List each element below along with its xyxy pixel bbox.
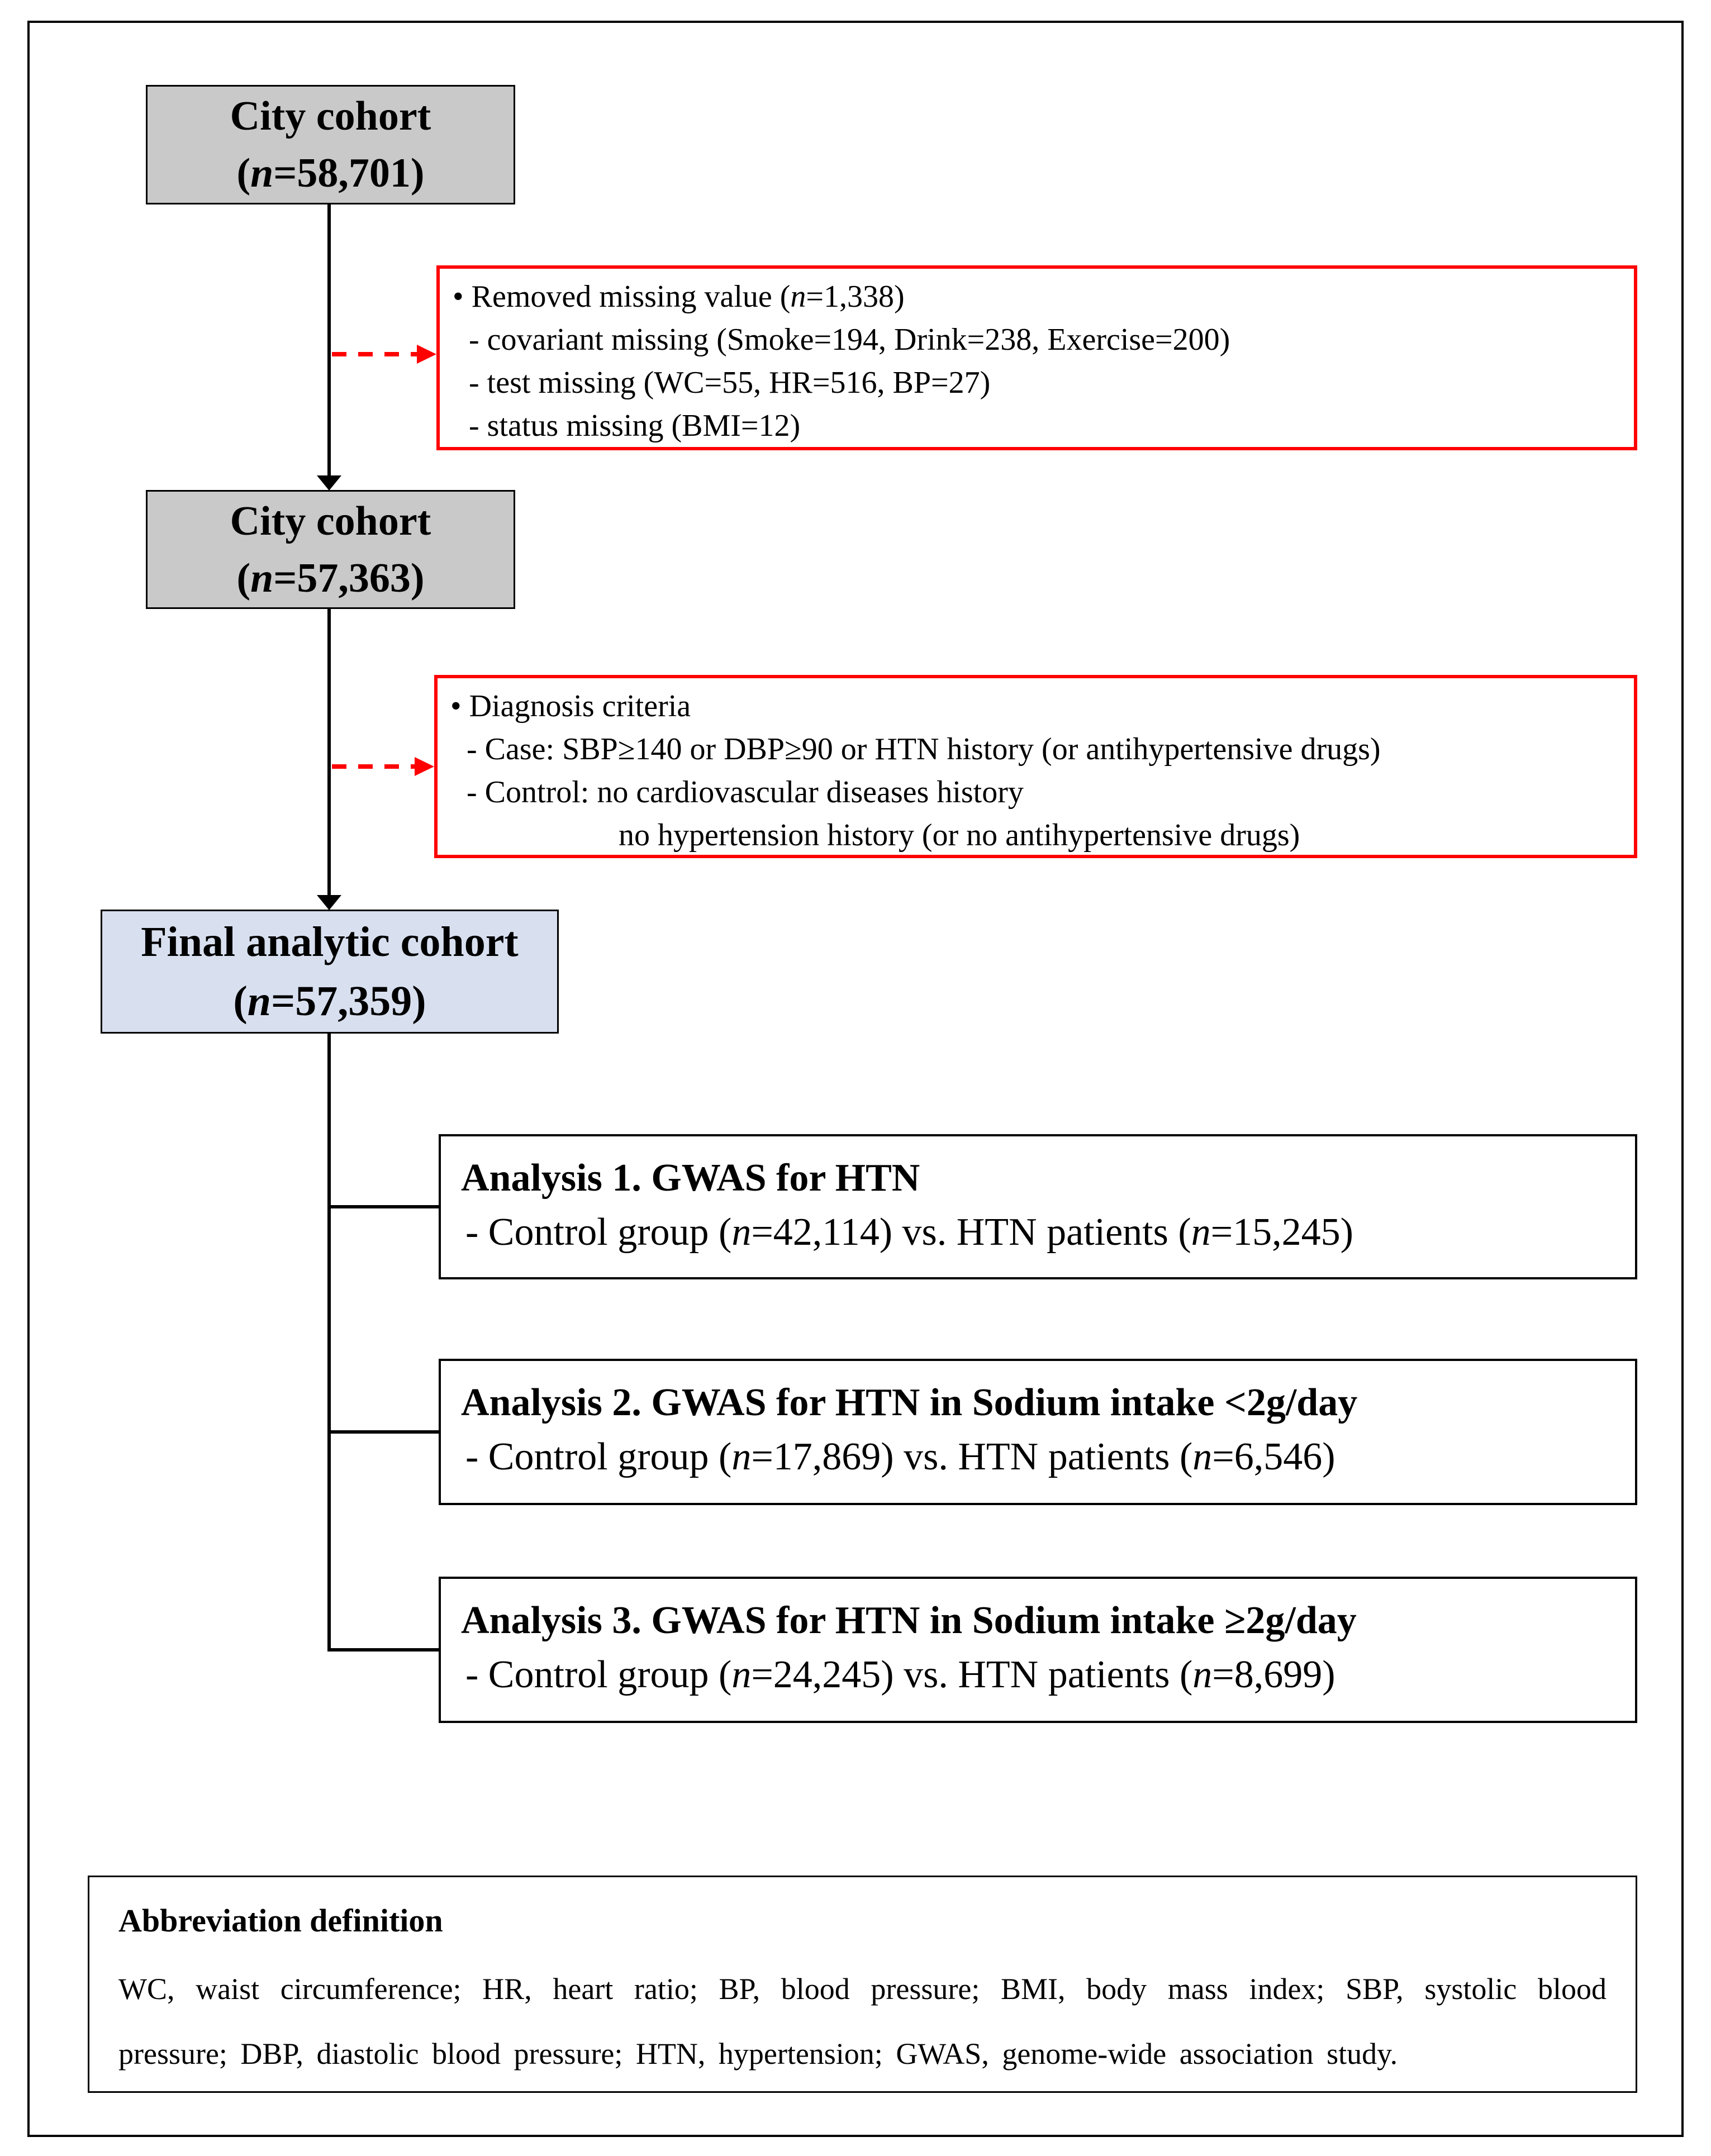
analysis-3-title: Analysis 3. GWAS for HTN in Sodium intak… bbox=[461, 1599, 1357, 1642]
branch-line-1 bbox=[327, 1205, 440, 1208]
exclusion-2-line-3: - Control: no cardiovascular diseases hi… bbox=[467, 775, 1024, 810]
abbreviation-title: Abbreviation definition bbox=[118, 1902, 443, 1939]
connector-line-1 bbox=[327, 204, 331, 477]
exclusion-2-line-2: - Case: SBP≥140 or DBP≥90 or HTN history… bbox=[467, 732, 1381, 767]
city-cohort-1-title: City cohort bbox=[230, 93, 431, 139]
exclusion-dashed-arrow-2 bbox=[332, 764, 415, 769]
analysis-box-3: Analysis 3. GWAS for HTN in Sodium intak… bbox=[439, 1577, 1637, 1723]
analysis-2-title: Analysis 2. GWAS for HTN in Sodium intak… bbox=[461, 1381, 1358, 1424]
final-cohort-count: (n=57,359) bbox=[233, 978, 426, 1025]
city-cohort-2-title: City cohort bbox=[230, 498, 431, 544]
exclusion-1-line-3: - test missing (WC=55, HR=516, BP=27) bbox=[469, 365, 991, 400]
analysis-1-detail: - Control group (n=42,114) vs. HTN patie… bbox=[465, 1211, 1353, 1254]
analysis-1-title: Analysis 1. GWAS for HTN bbox=[461, 1156, 920, 1200]
analysis-3-detail: - Control group (n=24,245) vs. HTN patie… bbox=[465, 1653, 1335, 1696]
exclusion-1-line-2: - covariant missing (Smoke=194, Drink=23… bbox=[469, 322, 1230, 357]
exclusion-1-line-1: • Removed missing value (n=1,338) bbox=[453, 279, 905, 314]
connector-trunk bbox=[327, 1034, 331, 1651]
city-cohort-1-count: (n=58,701) bbox=[236, 150, 425, 196]
city-cohort-box-1: City cohort (n=58,701) bbox=[146, 85, 515, 204]
exclusion-2-line-4: no hypertension history (or no antihyper… bbox=[619, 818, 1300, 853]
city-cohort-2-count: (n=57,363) bbox=[236, 555, 425, 601]
branch-line-2 bbox=[327, 1430, 440, 1434]
down-arrowhead-2 bbox=[317, 895, 341, 910]
exclusion-2-line-1: • Diagnosis criteria bbox=[450, 689, 691, 724]
exclusion-dashed-arrow-1 bbox=[332, 352, 417, 356]
connector-line-2 bbox=[327, 609, 331, 896]
abbreviation-box: Abbreviation definition WC, waist circum… bbox=[88, 1876, 1637, 2093]
down-arrowhead-1 bbox=[317, 475, 341, 491]
exclusion-arrowhead-2 bbox=[415, 757, 434, 776]
final-analytic-cohort-box: Final analytic cohort (n=57,359) bbox=[101, 910, 559, 1034]
figure-border bbox=[27, 21, 1684, 2137]
abbreviation-body-line-1: WC, waist circumference; HR, heart ratio… bbox=[118, 1972, 1607, 2006]
analysis-box-1: Analysis 1. GWAS for HTN - Control group… bbox=[439, 1134, 1637, 1279]
city-cohort-box-2: City cohort (n=57,363) bbox=[146, 490, 515, 609]
exclusion-box-removed-missing: • Removed missing value (n=1,338) - cova… bbox=[436, 265, 1637, 450]
branch-line-3 bbox=[327, 1648, 440, 1651]
analysis-box-2: Analysis 2. GWAS for HTN in Sodium intak… bbox=[439, 1359, 1637, 1505]
analysis-2-detail: - Control group (n=17,869) vs. HTN patie… bbox=[465, 1435, 1335, 1478]
exclusion-box-diagnosis-criteria: • Diagnosis criteria - Case: SBP≥140 or … bbox=[434, 675, 1637, 858]
exclusion-1-line-4: - status missing (BMI=12) bbox=[469, 408, 801, 443]
exclusion-arrowhead-1 bbox=[417, 345, 436, 364]
final-cohort-title: Final analytic cohort bbox=[141, 918, 519, 965]
abbreviation-body-line-2: pressure; DBP, diastolic blood pressure;… bbox=[118, 2037, 1398, 2071]
